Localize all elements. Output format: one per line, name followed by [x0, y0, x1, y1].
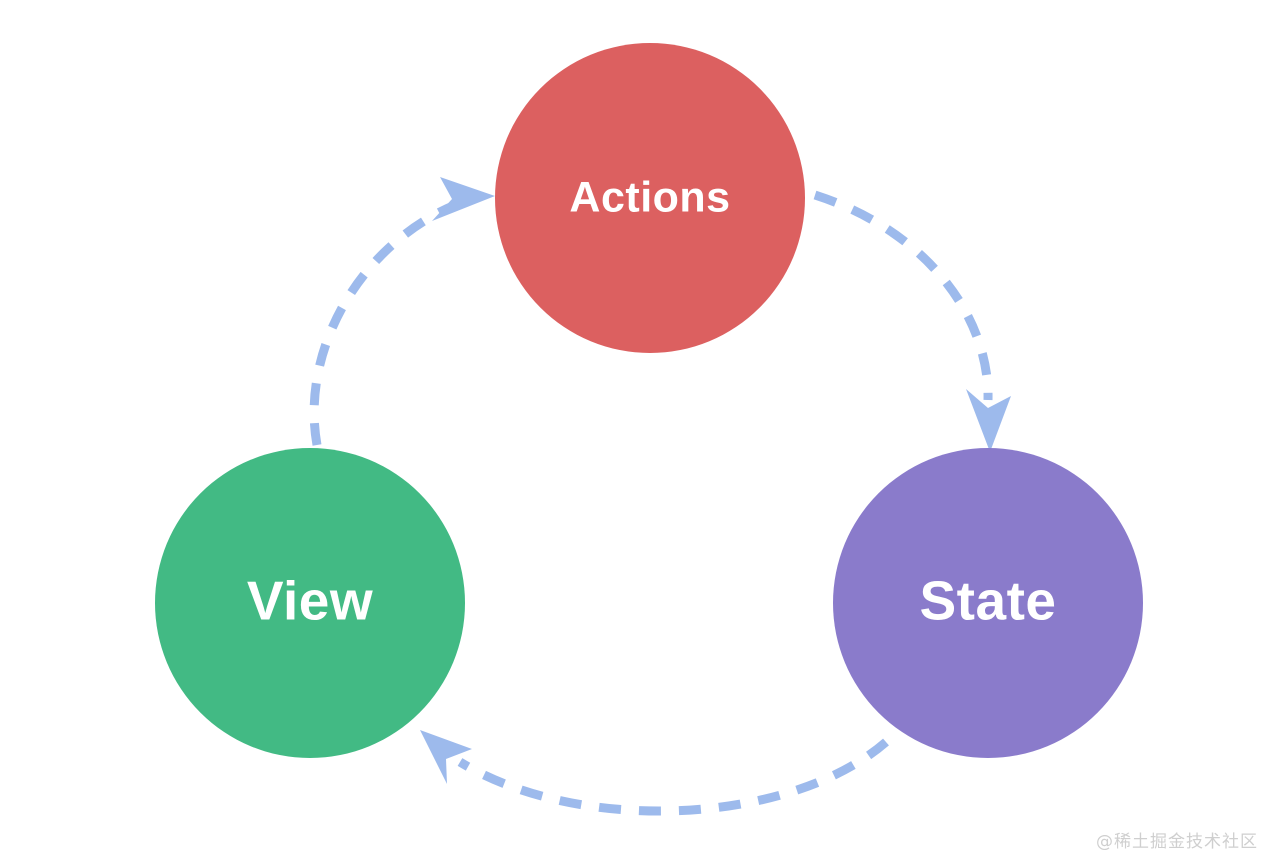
edge-actions-to-state-arrowhead [966, 389, 1011, 452]
watermark: @稀土掘金技术社区 [1096, 832, 1258, 852]
node-actions-label: Actions [569, 173, 730, 221]
edge-view-to-actions [309, 177, 495, 446]
edge-actions-to-state [813, 190, 1011, 452]
node-view-label: View [247, 570, 373, 632]
edge-state-to-view-arrowhead [420, 730, 472, 784]
node-actions[interactable]: Actions [495, 43, 805, 353]
edge-view-to-actions-arrowhead [432, 177, 495, 221]
edge-state-to-view-line [457, 738, 889, 816]
node-state[interactable]: State [833, 448, 1143, 758]
edge-state-to-view [420, 730, 889, 816]
node-view[interactable]: View [155, 448, 465, 758]
node-state-circle[interactable] [833, 448, 1143, 758]
edge-view-to-actions-line [309, 200, 457, 446]
node-state-label: State [920, 570, 1057, 632]
edge-actions-to-state-line [813, 190, 993, 401]
node-view-circle[interactable] [155, 448, 465, 758]
node-actions-circle[interactable] [495, 43, 805, 353]
